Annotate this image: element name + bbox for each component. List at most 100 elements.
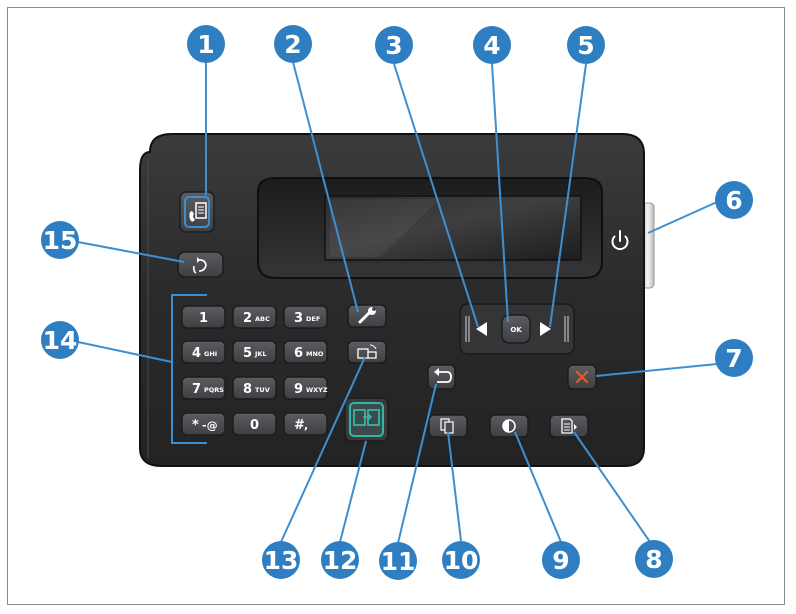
key-sub-label: MNO [306, 350, 324, 358]
key-main-label: 5 [243, 346, 252, 361]
callout-number: 2 [284, 30, 301, 59]
back-arrow-icon [434, 368, 452, 383]
callout-number: 13 [264, 546, 299, 575]
key-main-label: 2 [243, 311, 252, 326]
key-main-label: 7 [192, 382, 201, 397]
callout-circle [715, 339, 753, 377]
callout-number: 14 [43, 326, 78, 355]
callout-number: 8 [645, 545, 662, 574]
key-11[interactable]: 0 [232, 412, 277, 436]
callout-number: 9 [552, 546, 569, 575]
callout-number: 4 [483, 31, 500, 60]
leader-11 [397, 383, 437, 544]
callout-circle [41, 321, 79, 359]
callout-12: 12 [321, 541, 359, 579]
callout-circle [473, 26, 511, 64]
callout-5: 5 [567, 26, 605, 64]
callout-7: 7 [715, 339, 753, 377]
lighter-darker-button[interactable] [489, 414, 529, 438]
callout-circle [41, 221, 79, 259]
key-main-label: 9 [294, 382, 303, 397]
right-arrow-icon [540, 322, 551, 336]
key-sub-label: PQRS [204, 386, 224, 394]
leader-8 [573, 431, 651, 543]
callout-number: 15 [43, 226, 78, 255]
key-1[interactable]: 1 [181, 305, 226, 329]
copy-icon [353, 409, 380, 426]
key-main-label: 0 [250, 418, 259, 433]
leader-3 [393, 63, 479, 328]
leader-15 [77, 241, 185, 263]
setup-button[interactable] [347, 304, 387, 328]
callout-13: 13 [262, 541, 300, 579]
keypad-bracket [171, 294, 207, 444]
key-sub-label: -@ [202, 419, 218, 432]
callout-circle [187, 25, 225, 63]
cancel-button[interactable] [567, 364, 597, 390]
fax-document-icon [189, 202, 207, 222]
callout-15: 15 [41, 221, 79, 259]
callout-number: 12 [323, 546, 358, 575]
power-icon [611, 230, 629, 251]
callout-number: 5 [577, 31, 594, 60]
callout-number: 7 [725, 344, 742, 373]
callout-circle [262, 541, 300, 579]
key-sub-label: GHI [204, 350, 217, 358]
left-arrow-icon [476, 322, 487, 336]
copy-menu-button[interactable] [549, 414, 589, 438]
callout-number: 11 [381, 547, 416, 576]
key-main-label: 1 [199, 311, 208, 326]
key-sub-label: WXYZ [306, 386, 328, 394]
leader-10 [447, 431, 462, 542]
ok-button[interactable]: OK [501, 314, 531, 344]
key-sub-label: TUV [255, 386, 270, 394]
display-reflection [330, 199, 440, 257]
callout-6: 6 [715, 181, 753, 219]
key-12[interactable]: #, [283, 412, 328, 436]
fax-icon [357, 344, 377, 359]
fax-setup-button[interactable] [179, 191, 215, 233]
callout-circle [567, 26, 605, 64]
callout-3: 3 [375, 26, 413, 64]
left-arrow-button[interactable] [473, 318, 495, 340]
callout-circle [274, 25, 312, 63]
callout-circle [442, 541, 480, 579]
fax-redial-button[interactable] [177, 251, 224, 278]
callout-circle [375, 26, 413, 64]
start-copy-button[interactable] [344, 397, 389, 442]
right-arrow-button[interactable] [537, 318, 559, 340]
fax-setup-highlight [184, 196, 210, 228]
cancel-x-icon [575, 370, 589, 384]
callout-circle [542, 541, 580, 579]
callout-11: 11 [379, 542, 417, 580]
leader-12 [339, 440, 367, 543]
wrench-icon [358, 307, 376, 324]
back-button[interactable] [427, 364, 456, 390]
key-10[interactable]: *-@ [181, 412, 226, 436]
leader-9 [514, 431, 562, 543]
redial-icon [192, 257, 207, 274]
leader-7 [595, 363, 718, 377]
start-fax-button[interactable] [347, 340, 387, 364]
key-sub-label: ABC [255, 315, 270, 323]
callout-8: 8 [635, 540, 673, 578]
callout-number: 10 [444, 546, 479, 575]
callout-4: 4 [473, 26, 511, 64]
callout-2: 2 [274, 25, 312, 63]
callout-10: 10 [442, 541, 480, 579]
leader-4 [491, 63, 509, 323]
power-button[interactable] [606, 228, 634, 256]
key-main-label: * [192, 418, 199, 433]
leader-6 [647, 201, 718, 234]
key-sub-label: JKL [254, 350, 267, 358]
callout-circle [635, 540, 673, 578]
